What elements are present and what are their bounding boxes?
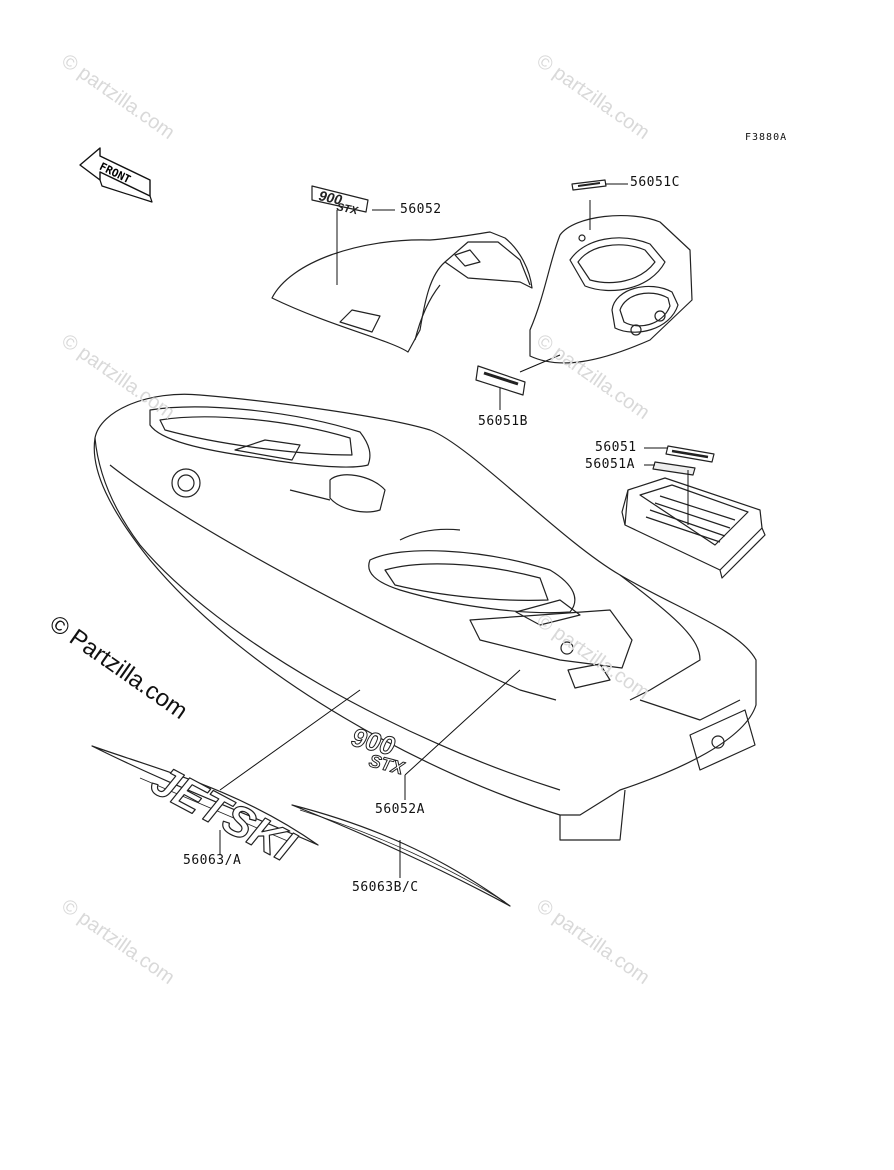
part-label-56063a[interactable]: 56063/A xyxy=(183,853,242,868)
part-label-56051c[interactable]: 56051C xyxy=(630,175,680,190)
decal-56051c xyxy=(571,179,607,191)
model-stx-text: STX xyxy=(367,750,407,778)
hull xyxy=(93,393,757,841)
leader-lines xyxy=(219,183,689,878)
decal-56051 xyxy=(665,445,715,463)
part-label-56052a[interactable]: 56052A xyxy=(375,802,425,817)
rear-seat xyxy=(271,231,533,353)
figure-code: F3880A xyxy=(745,132,788,143)
decal-56051a xyxy=(652,461,696,476)
decal-56052-stx: 900 STX xyxy=(311,185,369,218)
front-hood xyxy=(529,214,693,364)
decal-jetski xyxy=(91,745,319,846)
storage-box xyxy=(621,477,766,579)
decal-56051b xyxy=(475,365,526,396)
part-label-56063bc[interactable]: 56063B/C xyxy=(352,880,419,895)
part-label-56051a[interactable]: 56051A xyxy=(585,457,635,472)
part-label-56051b[interactable]: 56051B xyxy=(478,414,528,429)
decal-stripe xyxy=(291,804,511,907)
front-arrow-icon xyxy=(79,147,153,203)
part-label-56051[interactable]: 56051 xyxy=(595,440,637,455)
svg-text:900: 900 xyxy=(317,187,343,208)
svg-text:STX: STX xyxy=(335,201,359,217)
part-label-56052[interactable]: 56052 xyxy=(400,202,442,217)
